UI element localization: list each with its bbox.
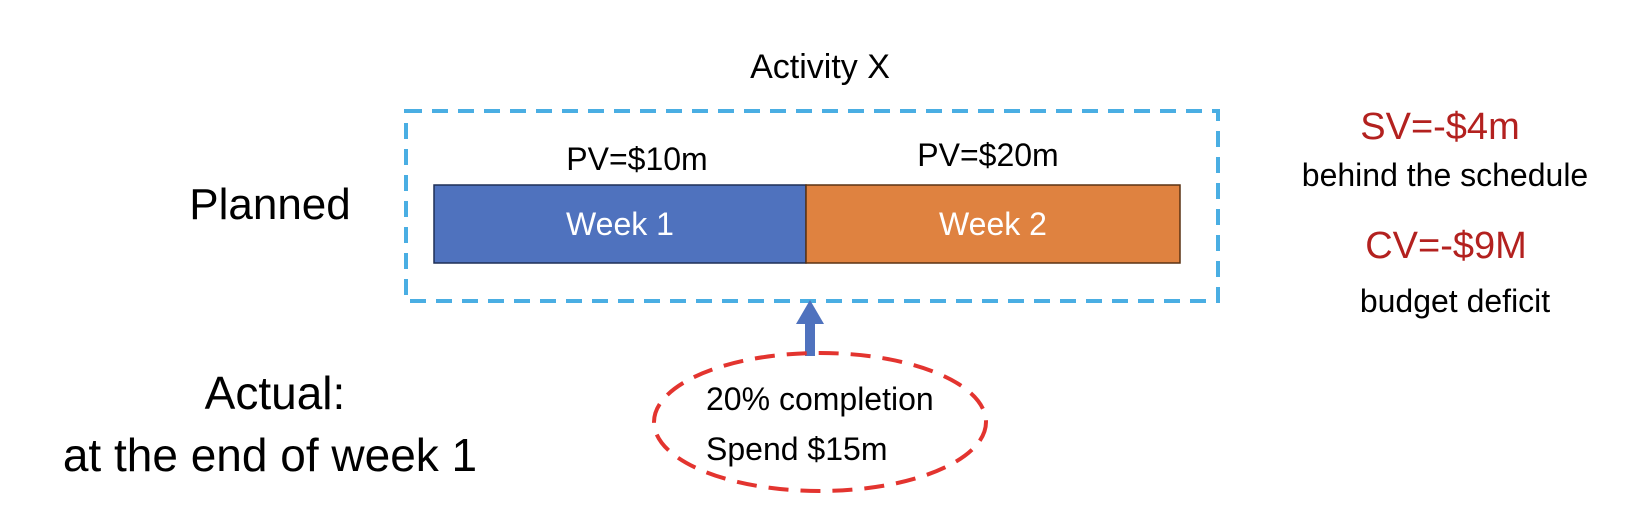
actual-status-text: 20% completion Spend $15m — [706, 374, 934, 474]
week2-pv-label: PV=$20m — [917, 137, 1059, 173]
actual-label: Actual: — [204, 367, 346, 419]
actual-label-subtitle: at the end of week 1 — [62, 429, 478, 481]
arrow-up-icon — [796, 300, 824, 356]
week2-bar — [805, 184, 1181, 264]
actual-status-ellipse — [652, 351, 988, 493]
week1-pv-label: PV=$10m — [566, 141, 708, 177]
week1-bar — [433, 184, 807, 264]
schedule-variance: SV=-$4m — [1360, 106, 1520, 148]
spend-text: Spend $15m — [706, 431, 888, 467]
week2-label: Week 2 — [939, 206, 1047, 242]
diagram-title: Activity X — [750, 48, 890, 86]
week1-label: Week 1 — [566, 206, 674, 242]
activity-dashed-box — [404, 109, 1220, 303]
schedule-variance-note: behind the schedule — [1301, 157, 1589, 193]
cost-variance-note: budget deficit — [1359, 283, 1551, 319]
cost-variance: CV=-$9M — [1365, 225, 1527, 267]
completion-text: 20% completion — [706, 381, 934, 417]
planned-label: Planned — [189, 180, 351, 229]
